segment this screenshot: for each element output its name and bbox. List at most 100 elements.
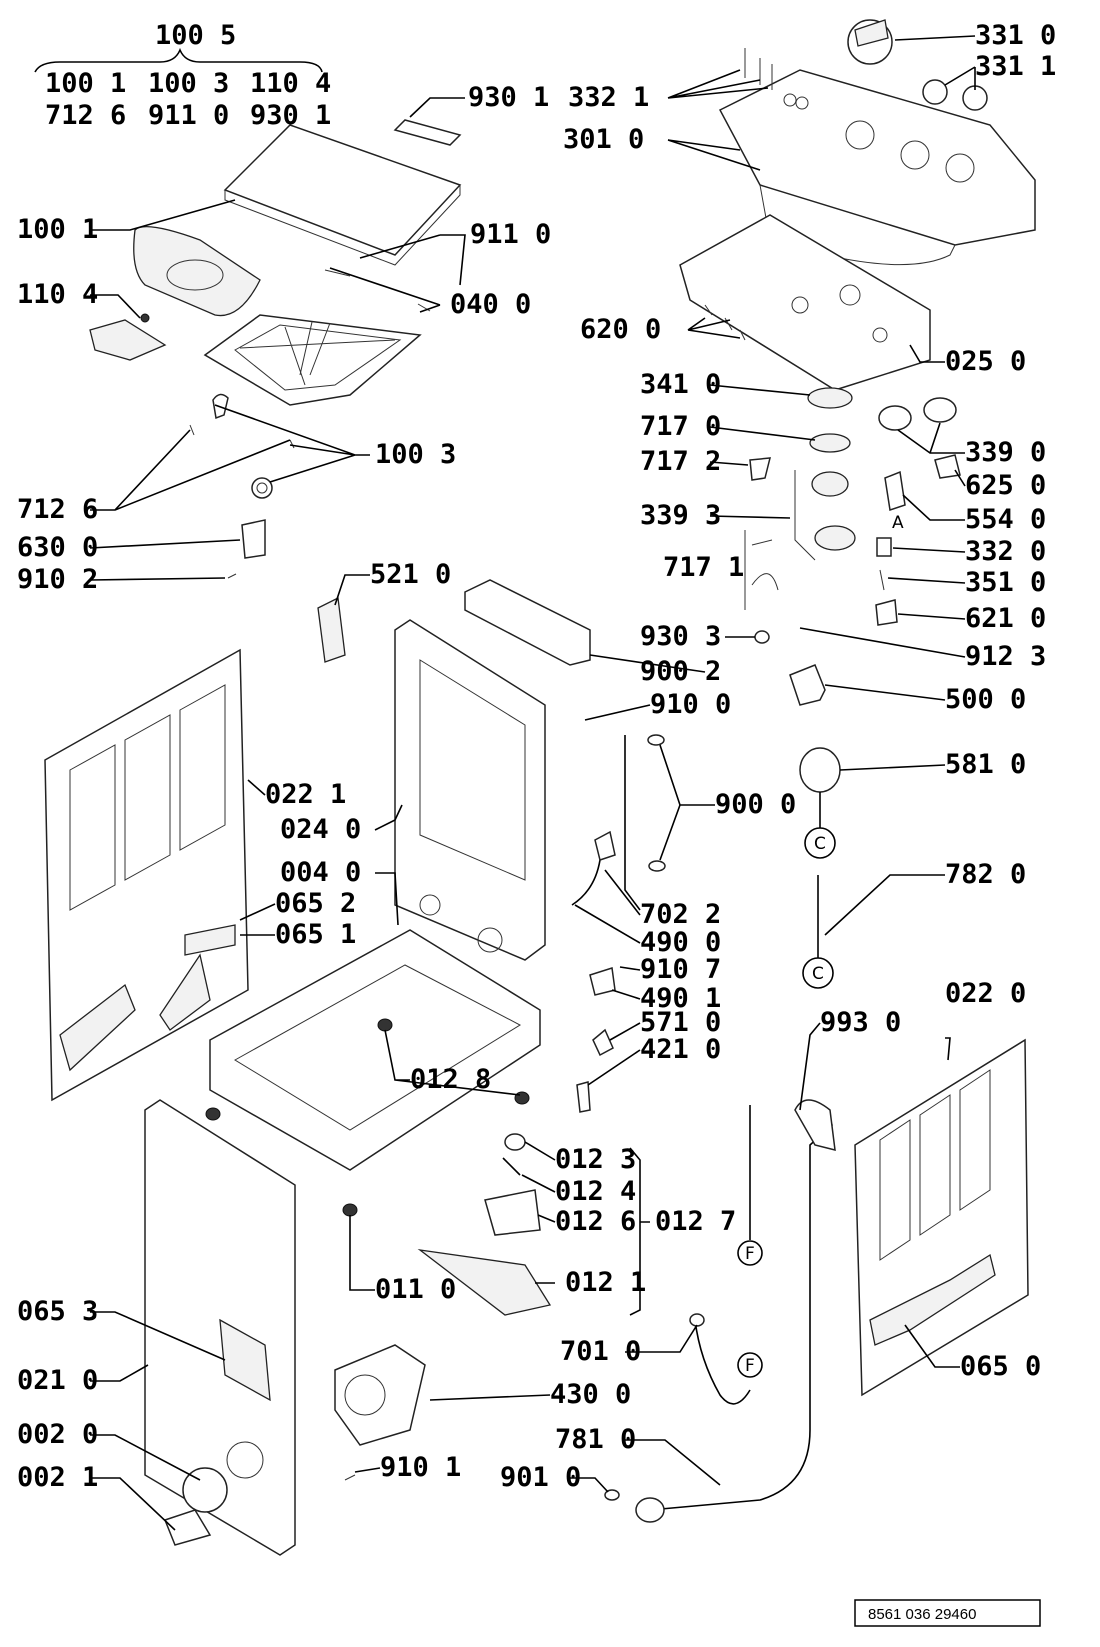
insulation-065-3 bbox=[219, 1318, 271, 1402]
side-panel-rib-3 bbox=[179, 684, 226, 851]
label-100-1: 100 1 bbox=[17, 214, 98, 245]
label-910-7: 910 7 bbox=[640, 954, 721, 985]
label-024-0: 024 0 bbox=[280, 814, 361, 845]
top-lid-edge bbox=[224, 185, 461, 266]
label-701-0: 701 0 bbox=[560, 1336, 641, 1367]
label-621-0: 621 0 bbox=[965, 603, 1046, 634]
label-901-0: 901 0 bbox=[500, 1462, 581, 1493]
small-knob-1-part bbox=[922, 79, 948, 105]
screw-910-2 bbox=[227, 573, 237, 579]
label-910-1: 910 1 bbox=[380, 1452, 461, 1483]
right-panel-rib-1 bbox=[879, 1119, 911, 1261]
right-panel-rib-2 bbox=[919, 1094, 951, 1236]
label-332-0: 332 0 bbox=[965, 536, 1046, 567]
label-900-0: 900 0 bbox=[715, 789, 796, 820]
part-621-0 bbox=[875, 599, 898, 626]
plug-702-2 bbox=[594, 830, 616, 861]
label-521-0: 521 0 bbox=[370, 559, 451, 590]
label-930-3: 930 3 bbox=[640, 621, 721, 652]
part-500-0 bbox=[789, 664, 826, 706]
label-910-0: 910 0 bbox=[650, 689, 731, 720]
base-004-0 bbox=[209, 929, 541, 1171]
pins-332-1 bbox=[744, 48, 773, 90]
front-panel-hole bbox=[226, 1441, 264, 1479]
part-581-0 bbox=[799, 747, 841, 793]
header-row1-col3: 110 4 bbox=[250, 68, 331, 99]
label-012-3: 012 3 bbox=[555, 1144, 636, 1175]
label-025-0: 025 0 bbox=[945, 346, 1026, 377]
label-012-8: 012 8 bbox=[410, 1064, 491, 1095]
label-630-0: 630 0 bbox=[17, 532, 98, 563]
top-frame-inner bbox=[234, 324, 402, 391]
module-521-part bbox=[317, 597, 346, 663]
drawing-code-frame bbox=[854, 1599, 1041, 1627]
board-comp-1 bbox=[791, 296, 809, 314]
clamp-900-0-bottom bbox=[648, 860, 666, 872]
part-625-0 bbox=[934, 454, 961, 479]
hook-993-0 bbox=[794, 1099, 836, 1151]
label-782-0: 782 0 bbox=[945, 859, 1026, 890]
label-781-0: 781 0 bbox=[555, 1424, 636, 1455]
insulation-065-0 bbox=[869, 1253, 996, 1346]
base-inner bbox=[234, 964, 522, 1131]
panel-led-2 bbox=[795, 96, 809, 110]
label-571-0: 571 0 bbox=[640, 1007, 721, 1038]
label-065-2: 065 2 bbox=[275, 888, 356, 919]
part-012-6 bbox=[484, 1189, 541, 1236]
panel-hole-3 bbox=[945, 153, 975, 183]
foot-011-0 bbox=[342, 1203, 358, 1217]
disc-339-a bbox=[878, 405, 912, 431]
part-339-3-top bbox=[811, 471, 849, 497]
back-frame-hole-1 bbox=[419, 894, 441, 916]
inlet-hose-701-0 bbox=[694, 1319, 751, 1405]
header-row2-col2: 911 0 bbox=[148, 100, 229, 131]
connector-c-top bbox=[804, 827, 836, 859]
part-332-0 bbox=[876, 537, 892, 557]
label-339-3: 339 3 bbox=[640, 500, 721, 531]
connector-c-bottom-label: C bbox=[812, 964, 824, 984]
label-339-0: 339 0 bbox=[965, 437, 1046, 468]
label-717-0: 717 0 bbox=[640, 411, 721, 442]
label-012-6: 012 6 bbox=[555, 1206, 636, 1237]
part-drawings bbox=[44, 19, 1036, 1556]
label-004-0: 004 0 bbox=[280, 857, 361, 888]
label-702-2: 702 2 bbox=[640, 899, 721, 930]
label-912-3: 912 3 bbox=[965, 641, 1046, 672]
label-301-0: 301 0 bbox=[563, 124, 644, 155]
inlet-hose-nut bbox=[689, 1313, 705, 1327]
label-332-1: 332 1 bbox=[568, 82, 649, 113]
label-021-0: 021 0 bbox=[17, 1365, 98, 1396]
label-717-1: 717 1 bbox=[663, 552, 744, 583]
bar-900-2-part bbox=[464, 579, 591, 666]
label-331-1: 331 1 bbox=[975, 51, 1056, 82]
main-knob-grip bbox=[854, 19, 889, 47]
part-717-0 bbox=[809, 433, 851, 453]
bracket-339-3 bbox=[794, 470, 816, 561]
side-panel-rib-1 bbox=[69, 744, 116, 911]
label-625-0: 625 0 bbox=[965, 470, 1046, 501]
hinge-strip-part bbox=[393, 119, 462, 146]
part-717-2 bbox=[749, 457, 771, 481]
connector-f-top-label: F bbox=[745, 1244, 755, 1264]
screw-910-1 bbox=[344, 1474, 356, 1481]
pump-430-0-body bbox=[344, 1374, 386, 1416]
side-panel-rib-2 bbox=[124, 714, 171, 881]
top-frame-part bbox=[203, 314, 422, 406]
header-group-code: 100 5 bbox=[155, 20, 236, 51]
electronics-board-part bbox=[679, 214, 931, 391]
label-430-0: 430 0 bbox=[550, 1379, 631, 1410]
label-900-2: 900 2 bbox=[640, 656, 721, 687]
back-frame-opening bbox=[419, 659, 526, 881]
label-911-0: 911 0 bbox=[470, 219, 551, 250]
front-console-part bbox=[133, 226, 261, 317]
label-110-4: 110 4 bbox=[17, 279, 98, 310]
panel-led-1 bbox=[783, 93, 797, 107]
label-065-3: 065 3 bbox=[17, 1296, 98, 1327]
control-panel-part bbox=[718, 69, 1036, 246]
drain-end bbox=[635, 1497, 665, 1523]
board-comp-2 bbox=[839, 284, 861, 306]
label-341-0: 341 0 bbox=[640, 369, 721, 400]
connector-c-top-label: C bbox=[814, 834, 826, 854]
valve-571-0 bbox=[592, 1028, 614, 1057]
label-012-7: 012 7 bbox=[655, 1206, 736, 1237]
